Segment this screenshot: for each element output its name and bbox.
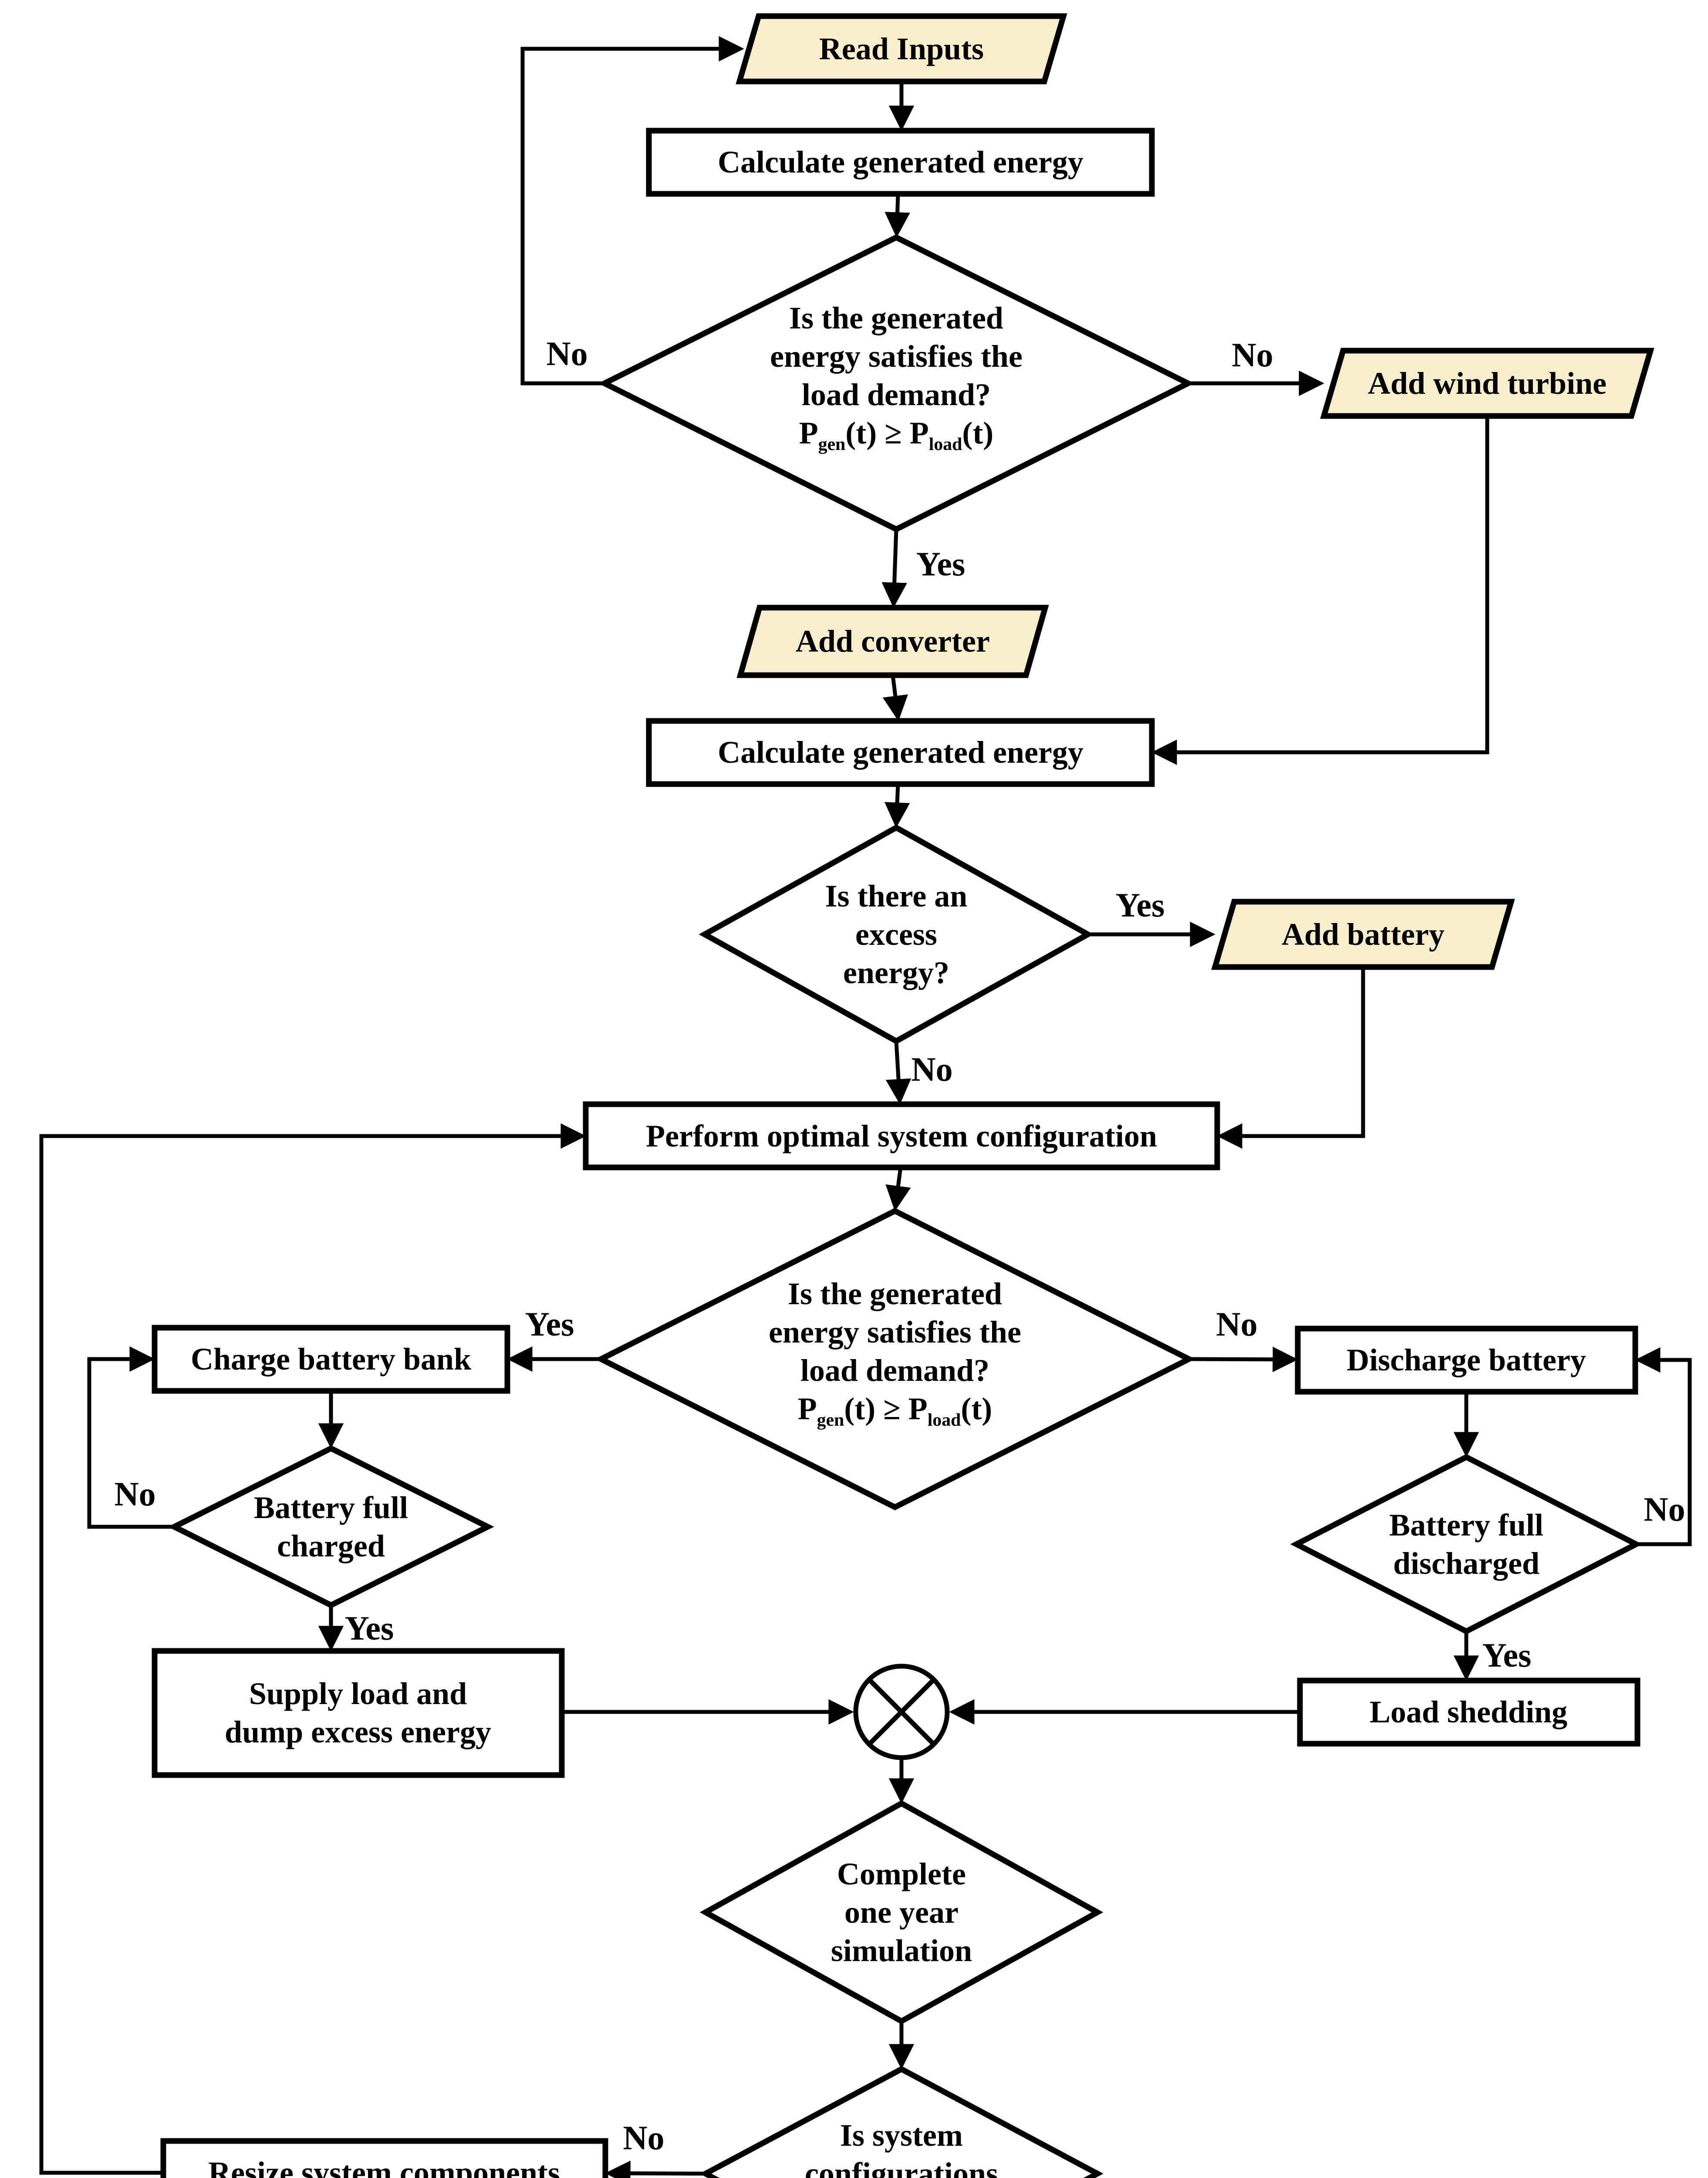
edge-no-to-discharge-battery (1188, 1346, 1298, 1373)
formula-subscript: load (928, 434, 962, 455)
label-line: Battery full (254, 1490, 408, 1525)
formula-subscript: load (927, 1410, 961, 1431)
label-line: Battery full (1389, 1508, 1543, 1542)
formula-mid: (t) ≥ P (845, 415, 929, 450)
label-line: Supply load and (249, 1676, 467, 1711)
calc-energy-1-shape (646, 128, 1155, 197)
resize-components-label: Resize system components (208, 2155, 560, 2178)
perform-optimal-label: Perform optimal system configuration (646, 1119, 1157, 1153)
formula-base: P (797, 1391, 817, 1426)
edge-resize-to-perform-optimal (39, 1123, 586, 2175)
label-line: excess (855, 917, 937, 952)
label-line: dump excess energy (225, 1715, 491, 1749)
resize-components-shape (160, 2138, 608, 2178)
edge-calc2-to-decision2 (884, 784, 910, 828)
label-line: Is the generated (789, 300, 1003, 335)
discharge-battery-label: Discharge battery (1347, 1343, 1586, 1377)
label-line: charged (277, 1529, 385, 1563)
formula-base: P (799, 415, 818, 450)
supply-load-label: Supply load and dump excess energy (225, 1674, 491, 1751)
edge-calc1-to-decision1 (884, 193, 910, 238)
edge-label-yes-to-supply: Yes (344, 1609, 394, 1647)
edge-no-loop-to-charge-battery (87, 1346, 174, 1529)
calc-energy-1-label: Calculate generated energy (718, 145, 1084, 179)
battery-full-charged-shape (168, 1445, 494, 1609)
edge-label-no-to-resize: No (623, 2119, 665, 2157)
label-line: discharged (1393, 1546, 1540, 1581)
edge-battery-to-perform-optimal (1217, 967, 1365, 1149)
edge-no-to-resize (605, 2160, 706, 2178)
edge-no-loop-to-discharge-battery (1635, 1347, 1692, 1546)
edge-yes-to-add-converter (881, 529, 907, 608)
read-inputs-shape (736, 13, 1067, 85)
edge-label-no-read-loop: No (546, 335, 588, 372)
edge-converter-to-calc2 (882, 675, 908, 721)
edge-label-yes-to-load-shedding: Yes (1482, 1636, 1532, 1674)
label-line: energy? (843, 955, 949, 990)
decision-load-demand-1-shape (598, 234, 1195, 533)
label-line: Is there an (825, 879, 968, 913)
edge-no-loop-to-read-inputs (520, 36, 744, 386)
edge-label-no-discharge-loop: No (1644, 1490, 1685, 1528)
label-line: simulation (830, 1933, 972, 1968)
edge-label-no-add-wind: No (1232, 336, 1273, 374)
charge-battery-label: Charge battery bank (191, 1342, 471, 1376)
label-line: energy satisfies the (769, 1314, 1021, 1349)
decision-feasible-label: Is system configurations feasible? (805, 2116, 998, 2178)
load-shedding-label: Load shedding (1369, 1694, 1568, 1729)
edge-label-yes-add-battery: Yes (1115, 886, 1165, 924)
formula-subscript: gen (818, 434, 846, 455)
supply-load-shape (152, 1648, 565, 1778)
add-converter-label: Add converter (796, 624, 990, 659)
formula-mid: (t) ≥ P (844, 1391, 928, 1426)
edge-no-to-perform-optimal (885, 1041, 911, 1105)
add-battery-label: Add battery (1282, 917, 1445, 952)
label-line: energy satisfies the (770, 338, 1023, 374)
add-converter-shape (736, 605, 1049, 678)
add-battery-shape (1211, 899, 1515, 970)
decision-load-demand-2-label: Is the generated energy satisfies the lo… (769, 1275, 1021, 1439)
edge-label-yes-add-converter: Yes (916, 545, 965, 583)
formula-end: (t) (961, 1391, 992, 1426)
battery-full-discharged-label: Battery full discharged (1389, 1506, 1543, 1583)
battery-full-discharged-shape (1290, 1454, 1643, 1635)
formula-subscript: gen (817, 1410, 844, 1431)
add-wind-turbine-shape (1320, 348, 1654, 419)
label-line: Complete (837, 1857, 966, 1891)
edge-label-no-to-config: No (911, 1050, 953, 1088)
formula-end: (t) (962, 415, 994, 450)
edge-perform-optimal-to-decision3 (885, 1167, 911, 1211)
calc-energy-2-shape (646, 718, 1155, 787)
edge-label-no-to-discharge: No (1216, 1305, 1258, 1343)
calc-energy-2-label: Calculate generated energy (718, 735, 1084, 770)
label-line: Is the generated (788, 1276, 1002, 1311)
decision-feasible-shape (699, 2066, 1104, 2178)
load-shedding-shape (1297, 1677, 1640, 1747)
formula-line: Pgen(t) ≥ Pload(t) (769, 1390, 1021, 1439)
label-line: one year (844, 1895, 959, 1930)
formula-line: Pgen(t) ≥ Pload(t) (770, 414, 1023, 463)
decision-excess-energy-label: Is there an excess energy? (825, 877, 968, 992)
decision-load-demand-1-label: Is the generated energy satisfies the lo… (770, 299, 1023, 463)
battery-full-charged-label: Battery full charged (254, 1488, 408, 1565)
label-line: load demand? (801, 377, 991, 412)
discharge-battery-shape (1295, 1326, 1638, 1395)
read-inputs-label: Read Inputs (819, 31, 984, 66)
label-line: load demand? (800, 1353, 990, 1388)
label-line: Is system (840, 2118, 963, 2153)
edge-label-no-charge-loop: No (114, 1475, 156, 1513)
decision-load-demand-2-shape (594, 1207, 1195, 1511)
label-line: configurations (804, 2156, 999, 2178)
decision-excess-energy-shape (699, 824, 1094, 1045)
charge-battery-shape (152, 1325, 510, 1394)
edge-label-yes-to-charge: Yes (525, 1305, 574, 1343)
add-wind-turbine-label: Add wind turbine (1367, 366, 1607, 401)
perform-optimal-shape (583, 1101, 1220, 1170)
decision-complete-year-shape (699, 1800, 1104, 2025)
edge-wind-to-calc2 (1151, 416, 1489, 765)
decision-complete-year-label: Complete one year simulation (831, 1855, 972, 1970)
junction-x-line (868, 1678, 935, 1746)
